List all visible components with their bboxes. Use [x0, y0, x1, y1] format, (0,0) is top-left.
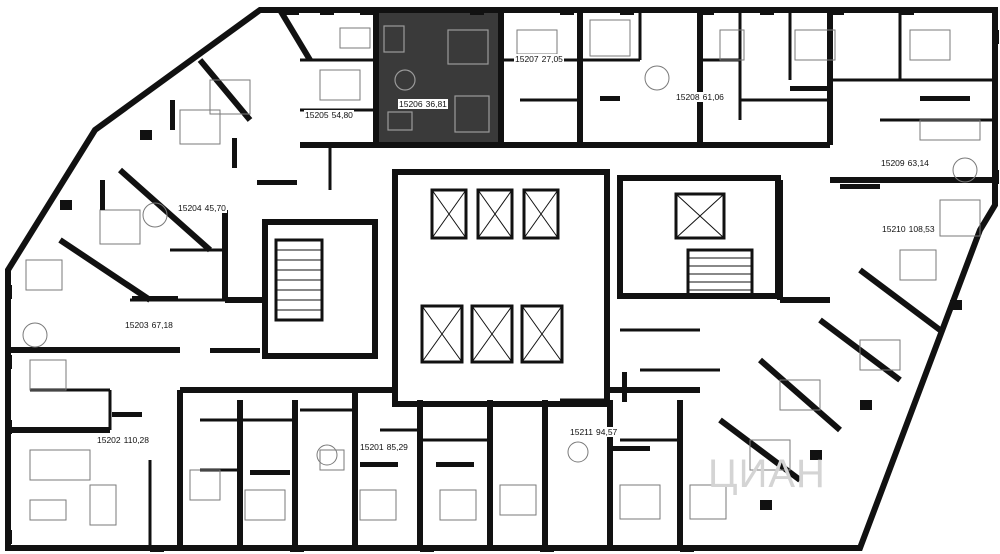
- unit-area: 36,81: [425, 99, 447, 109]
- unit-area: 61,06: [702, 92, 724, 102]
- unit-area: 27,05: [541, 54, 563, 64]
- building-outline: [5, 7, 998, 551]
- unit-area: 110,28: [123, 435, 150, 445]
- unit-id: 15206: [399, 99, 423, 109]
- elevator-crosses: [421, 189, 725, 363]
- unit-id: 15202: [97, 435, 121, 445]
- kitchen-counters: [100, 86, 970, 475]
- unit-id: 15211: [570, 427, 594, 437]
- unit-area: 63,14: [907, 158, 929, 168]
- unit-area: 54,80: [331, 110, 353, 120]
- stair-treads: [276, 249, 752, 311]
- furniture: [22, 19, 981, 526]
- unit-area: 45,70: [204, 203, 226, 213]
- unit-id: 15201: [360, 442, 384, 452]
- window-markers: [5, 8, 999, 552]
- unit-id: 15208: [676, 92, 700, 102]
- unit-area: 94,57: [596, 427, 618, 437]
- unit-area: 67,18: [151, 320, 173, 330]
- unit-id: 15209: [881, 158, 905, 168]
- unit-15206-furniture: [383, 25, 490, 133]
- watermark: ЦИАН: [708, 452, 826, 496]
- interior-partitions: [30, 12, 995, 548]
- unit-id: 15207: [515, 54, 539, 64]
- unit-15206-highlight[interactable]: [376, 12, 501, 145]
- corridor-walls: [8, 8, 995, 548]
- unit-id: 15210: [882, 224, 906, 234]
- unit-id: 15205: [305, 110, 329, 120]
- unit-area: 108,53: [908, 224, 935, 234]
- unit-area: 85,29: [386, 442, 408, 452]
- unit-id: 15204: [178, 203, 202, 213]
- unit-id: 15203: [125, 320, 149, 330]
